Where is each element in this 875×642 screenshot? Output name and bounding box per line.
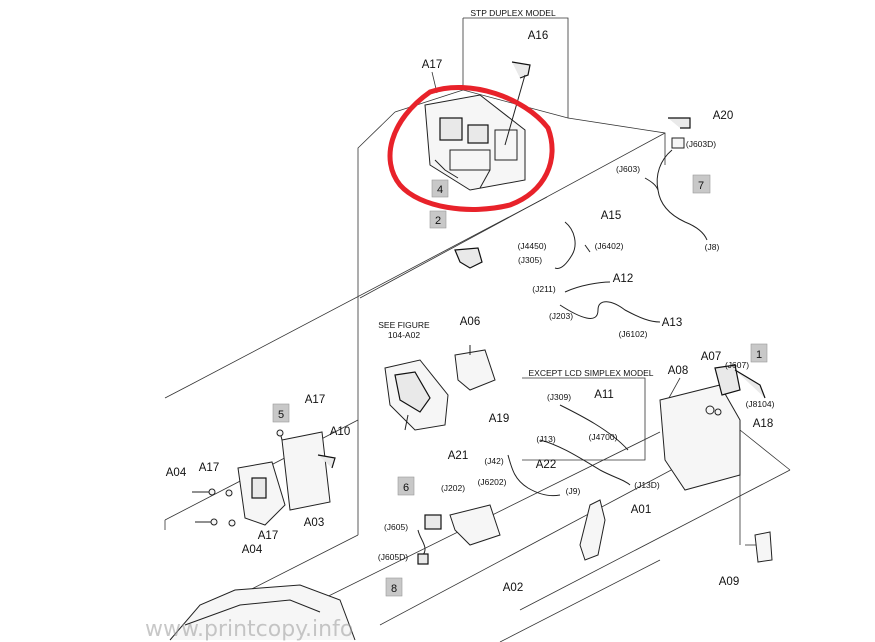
watermark: www.printcopy.info xyxy=(145,617,353,642)
callout-a03: A03 xyxy=(304,517,324,529)
callout-a11: A11 xyxy=(594,389,614,401)
conn-j9: (J9) xyxy=(566,486,581,496)
top-control-unit xyxy=(424,94,526,191)
part-6-8 xyxy=(417,514,442,565)
callout-a06: A06 xyxy=(460,316,480,328)
callout-a10: A10 xyxy=(330,426,350,438)
callout-a12: A12 xyxy=(613,273,633,285)
a19-cable xyxy=(507,454,561,497)
a06-part xyxy=(454,345,496,391)
conn-j42: (J42) xyxy=(484,456,504,466)
svg-text:5: 5 xyxy=(278,409,284,421)
conn-j605d: (J605D) xyxy=(378,552,408,562)
frame-lines xyxy=(164,17,791,642)
conn-j8: (J8) xyxy=(705,242,720,252)
callout-a13: A13 xyxy=(662,317,682,329)
a11-cable xyxy=(559,404,629,451)
caption-see-figure-2: 104-A02 xyxy=(388,330,420,340)
conn-j202: (J202) xyxy=(441,483,465,493)
a22-cable xyxy=(539,439,631,486)
a16-bracket xyxy=(504,61,531,146)
conn-j6402: (J6402) xyxy=(595,241,624,251)
callout-a01: A01 xyxy=(631,504,651,516)
svg-text:1: 1 xyxy=(756,349,762,361)
conn-j203: (J203) xyxy=(549,311,573,321)
except-lcd-frame xyxy=(522,377,646,461)
a09-part xyxy=(754,531,773,563)
badge-5: 5 xyxy=(272,403,290,423)
badge-7: 7 xyxy=(692,174,711,194)
conn-j13: (J13) xyxy=(536,434,556,444)
conn-j309: (J309) xyxy=(547,392,571,402)
caption-see-figure-1: SEE FIGURE xyxy=(378,320,430,330)
caption-except-lcd: EXCEPT LCD SIMPLEX MODEL xyxy=(528,368,653,378)
callout-a19: A19 xyxy=(489,413,509,425)
conn-j4700: (J4700) xyxy=(589,432,618,442)
callout-a18: A18 xyxy=(753,418,773,430)
part-5-board xyxy=(279,431,331,511)
a10-bracket xyxy=(317,454,336,469)
conn-j607: (J607) xyxy=(725,360,749,370)
a01-part xyxy=(579,499,606,561)
conn-j211: (J211) xyxy=(532,284,556,294)
conn-j603d: (J603D) xyxy=(686,139,716,149)
badge-2: 2 xyxy=(429,210,447,229)
conn-j4450: (J4450) xyxy=(518,241,547,251)
callout-a07: A07 xyxy=(701,351,721,363)
callout-a17-left: A17 xyxy=(199,462,219,474)
conn-j603: (J603) xyxy=(616,164,640,174)
see-figure-assembly xyxy=(384,359,449,431)
svg-text:8: 8 xyxy=(391,583,397,595)
highlight-circle xyxy=(387,85,555,212)
svg-text:6: 6 xyxy=(403,482,409,494)
a15-cable xyxy=(554,221,591,269)
screws xyxy=(192,408,722,527)
callout-a21: A21 xyxy=(448,450,468,462)
callout-a04-top: A04 xyxy=(166,467,187,479)
part-2 xyxy=(454,247,483,269)
svg-text:7: 7 xyxy=(698,180,704,192)
badge-6: 6 xyxy=(397,476,415,496)
a12-cable xyxy=(564,281,611,293)
callout-a17-top: A17 xyxy=(422,59,442,71)
conn-j605: (J605) xyxy=(384,522,408,532)
badge-1: 1 xyxy=(750,343,768,363)
callout-a09: A09 xyxy=(719,576,739,588)
callout-a15: A15 xyxy=(601,210,621,222)
callout-a17-bottom: A17 xyxy=(258,530,278,542)
callout-a22: A22 xyxy=(536,459,556,471)
conn-j8104: (J8104) xyxy=(746,399,775,409)
a03-assembly xyxy=(237,461,286,526)
svg-text:4: 4 xyxy=(437,184,443,196)
a21-part xyxy=(449,504,501,546)
badge-4: 4 xyxy=(431,179,449,198)
conn-j13d: (J13D) xyxy=(634,480,660,490)
callout-a04-bottom: A04 xyxy=(242,544,263,556)
badge-8: 8 xyxy=(385,577,403,597)
callout-a20: A20 xyxy=(713,110,733,122)
a13-cable xyxy=(559,301,661,323)
callout-a16: A16 xyxy=(528,30,548,42)
a20-harness xyxy=(644,117,708,241)
conn-j305: (J305) xyxy=(518,255,542,265)
callout-a08: A08 xyxy=(668,365,688,377)
caption-stp-duplex: STP DUPLEX MODEL xyxy=(470,8,556,18)
callout-a17-mid: A17 xyxy=(305,394,325,406)
conn-j6202: (J6202) xyxy=(478,477,507,487)
a07-a08-unit xyxy=(659,364,766,491)
callout-a02: A02 xyxy=(503,582,523,594)
conn-j6102: (J6102) xyxy=(619,329,648,339)
bottom-frame xyxy=(169,584,356,641)
svg-text:2: 2 xyxy=(435,215,441,227)
